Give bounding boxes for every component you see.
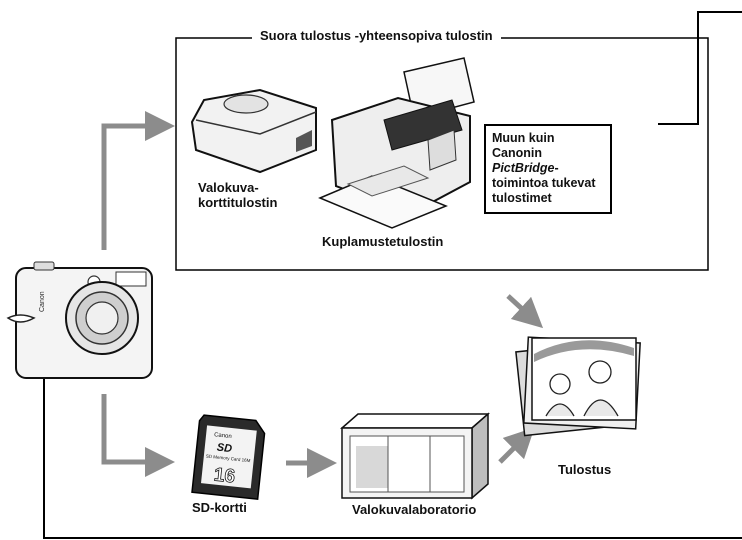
other-printers-line2: PictBridge-	[492, 161, 604, 176]
sd-card-label: SD-kortti	[192, 500, 247, 515]
camera-brand: Canon	[39, 291, 46, 312]
prints-illustration	[515, 336, 641, 437]
sd-card-capacity: 16	[213, 464, 236, 487]
flow-arrows	[101, 111, 544, 478]
photo-card-printer-label-line1: Valokuva-	[198, 180, 259, 195]
camera-illustration: Canon	[6, 261, 153, 379]
other-printers-line1: Muun kuin Canonin	[492, 131, 555, 160]
arrow-printers-to-prints	[506, 294, 544, 329]
pictbridge-name: PictBridge	[492, 161, 555, 175]
bottom-connector	[43, 378, 742, 539]
arrow-camera-to-printers	[101, 111, 175, 250]
sd-card-brand: Canon	[214, 432, 232, 440]
other-printers-line2-rest: -	[554, 161, 559, 175]
connector-lines	[43, 11, 742, 539]
photo-card-printer-label: Valokuva- korttitulostin	[198, 180, 277, 210]
arrow-lab-to-prints	[498, 427, 535, 464]
top-right-connector	[658, 11, 742, 125]
prints-label: Tulostus	[558, 462, 612, 477]
bubble-jet-printer-label: Kuplamustetulostin	[322, 234, 444, 249]
photo-lab-illustration	[340, 412, 490, 500]
sd-card-illustration: Canon SD SD Memory Card 16M 16	[191, 414, 266, 500]
arrow-camera-to-sdcard	[101, 394, 175, 477]
other-printers-line4: tulostimet	[492, 191, 552, 205]
sd-card-memory-text: SD Memory Card 16M	[206, 453, 251, 463]
bubble-jet-printer-illustration	[318, 57, 475, 229]
photo-card-printer-illustration	[190, 88, 317, 174]
other-printers-note: Muun kuin Canonin PictBridge- toimintoa …	[484, 124, 612, 214]
sd-card-logo: SD	[216, 442, 233, 456]
photo-lab-label: Valokuvalaboratorio	[352, 502, 477, 517]
direct-print-title: Suora tulostus -yhteensopiva tulostin	[252, 28, 501, 44]
other-printers-line3: toimintoa tukevat	[492, 176, 596, 190]
photo-card-printer-label-line2: korttitulostin	[198, 195, 278, 210]
